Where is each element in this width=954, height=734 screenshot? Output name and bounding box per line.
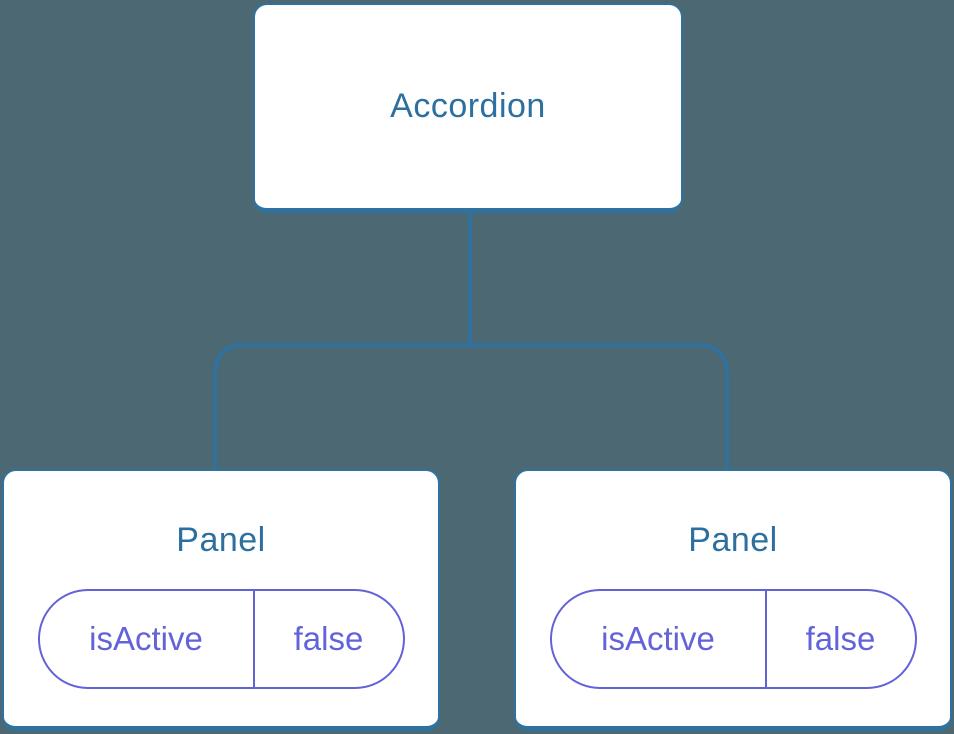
- panel-node-label: Panel: [176, 521, 266, 559]
- component-node-panel-1: Panel isActive false: [2, 469, 440, 731]
- state-value: false: [805, 620, 876, 657]
- component-node-panel-2: Panel isActive false: [514, 469, 952, 731]
- state-key: isActive: [601, 620, 715, 657]
- connector-stem: [468, 212, 472, 347]
- component-node-accordion: Accordion: [253, 3, 683, 213]
- pill-divider: [764, 591, 767, 687]
- panel-node-label: Panel: [688, 521, 778, 559]
- state-pill: isActive false: [549, 589, 917, 689]
- state-key: isActive: [89, 620, 203, 657]
- pill-divider: [252, 591, 255, 687]
- state-value: false: [293, 620, 364, 657]
- state-pill: isActive false: [37, 589, 405, 689]
- accordion-node-label: Accordion: [390, 87, 546, 125]
- connector-bracket: [213, 343, 729, 469]
